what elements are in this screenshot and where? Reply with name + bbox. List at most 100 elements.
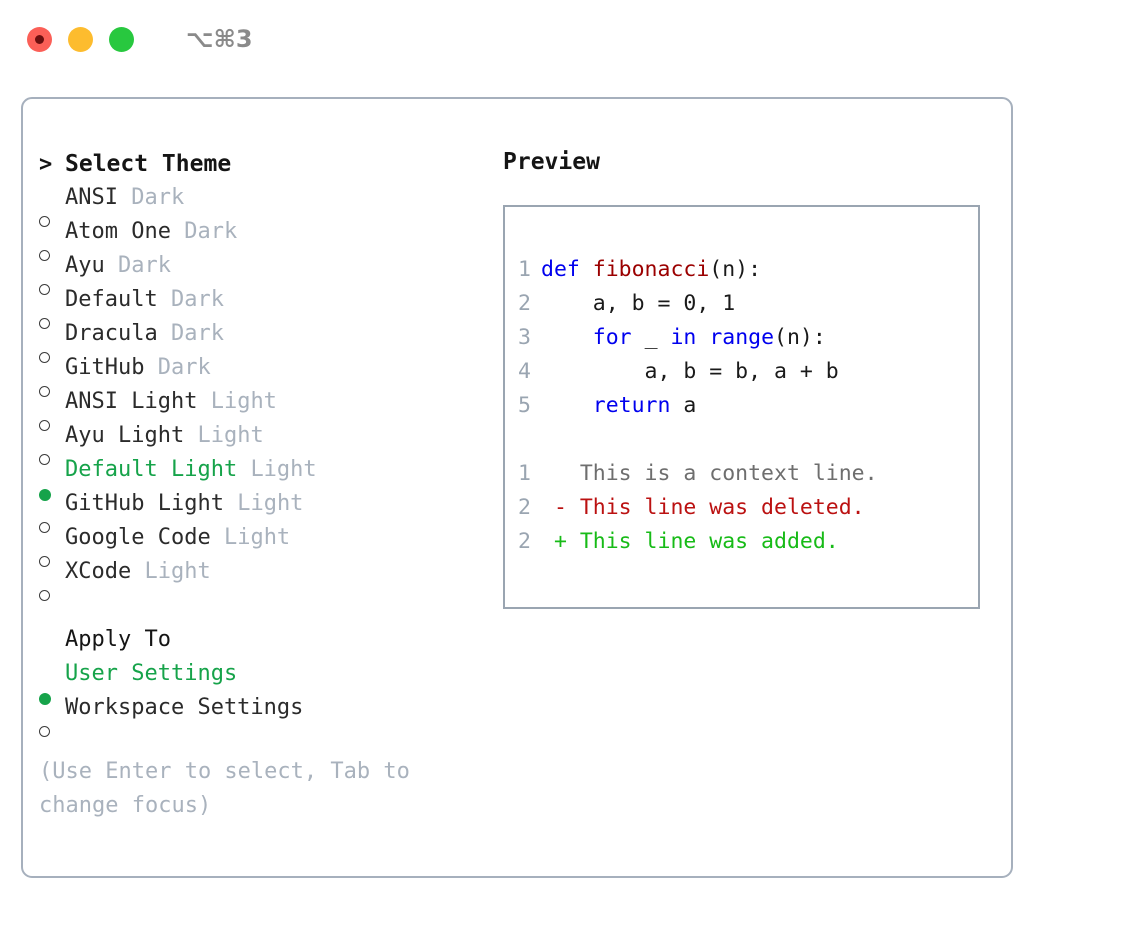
code-token-kw: return <box>592 393 671 418</box>
code-line: 3 for _ in range(n): <box>505 321 978 355</box>
theme-name: Default <box>65 287 158 312</box>
code-token-plain: a <box>670 393 697 418</box>
code-token-kw: def <box>541 257 593 282</box>
code-line: 4 a, b = b, a + b <box>505 355 978 389</box>
theme-list-item[interactable]: Default Dark <box>39 283 493 329</box>
theme-kind-badge: Dark <box>157 355 211 380</box>
theme-name-kind-separator <box>105 249 118 283</box>
theme-name-kind-separator <box>237 453 250 487</box>
theme-name: GitHub <box>65 355 145 380</box>
theme-name-kind-separator <box>118 181 131 215</box>
window-controls <box>27 26 134 52</box>
theme-kind-badge: Light <box>237 491 304 516</box>
code-token-plain: (n): <box>774 325 826 350</box>
code-line-content: def fibonacci(n): <box>541 253 761 287</box>
code-line-number: 2 <box>518 291 531 316</box>
theme-list-item[interactable]: Ayu Dark <box>39 249 493 295</box>
code-token-fn: fibonacci <box>592 257 710 282</box>
diff-line: 2 - This line was deleted. <box>505 491 978 525</box>
code-token-kw: range <box>709 325 775 350</box>
theme-name-kind-separator <box>171 215 184 249</box>
theme-list-item[interactable]: XCode Light <box>39 555 493 601</box>
diff-line-number: 2 <box>518 495 531 520</box>
theme-kind-badge: Dark <box>170 321 224 346</box>
theme-list-item[interactable]: GitHub Dark <box>39 351 493 397</box>
apply-to-header: ○ Apply To <box>39 623 493 657</box>
code-diff-gap <box>505 423 978 457</box>
diff-line: 1 This is a context line. <box>505 457 978 491</box>
select-theme-header: > Select Theme <box>39 147 493 181</box>
theme-kind-badge: Dark <box>170 287 224 312</box>
theme-list-item[interactable]: ANSI Light Light <box>39 385 493 431</box>
recording-dot-icon <box>35 34 44 44</box>
title-bar: ⌥⌘3 <box>0 0 1140 78</box>
theme-name-kind-separator <box>158 283 171 317</box>
theme-list-item[interactable]: ANSI Dark <box>39 181 493 227</box>
minimize-window-button[interactable] <box>68 26 93 52</box>
code-line-content: a, b = 0, 1 <box>541 287 735 321</box>
diff-line: 2 + This line was added. <box>505 525 978 559</box>
theme-list-item[interactable]: Atom One Dark <box>39 215 493 261</box>
theme-kind-badge: Light <box>250 457 317 482</box>
theme-list-item[interactable]: Dracula Dark <box>39 317 493 363</box>
theme-list-item[interactable]: Default Light Light <box>39 453 493 501</box>
code-token-plain: (n): <box>709 257 762 282</box>
keyboard-hint-text: (Use Enter to select, Tab to change focu… <box>39 759 410 818</box>
code-token-plain <box>541 325 593 350</box>
code-line: 2 a, b = 0, 1 <box>505 287 978 321</box>
apply-to-label: Apply To <box>65 627 171 652</box>
theme-list-item[interactable]: GitHub Light Light <box>39 487 493 533</box>
theme-kind-badge: Light <box>210 389 277 414</box>
apply-to-option[interactable]: User Settings <box>39 657 493 705</box>
code-line-number: 4 <box>518 359 531 384</box>
theme-name-kind-separator <box>197 385 210 419</box>
theme-list-item[interactable]: Google Code Light <box>39 521 493 567</box>
theme-name-kind-separator <box>211 521 224 555</box>
theme-name: GitHub Light <box>65 491 224 516</box>
theme-name: Ayu Light <box>65 423 185 448</box>
theme-name-kind-separator <box>158 317 171 351</box>
maximize-window-button[interactable] <box>109 26 134 52</box>
theme-name: Atom One <box>65 219 171 244</box>
close-window-button[interactable] <box>27 26 52 52</box>
list-spacer <box>39 589 493 623</box>
theme-name-kind-separator <box>224 487 237 521</box>
code-token-plain: a, b = 0, 1 <box>541 291 736 316</box>
keyboard-shortcut-label: ⌥⌘3 <box>186 25 253 53</box>
prompt-caret-icon: > <box>39 152 53 177</box>
code-line: 5 return a <box>505 389 978 423</box>
theme-name-kind-separator <box>184 419 197 453</box>
select-theme-title: Select Theme <box>65 151 232 177</box>
code-token-plain: a, b = b, a + b <box>541 359 839 384</box>
theme-kind-badge: Dark <box>184 219 238 244</box>
theme-kind-badge: Dark <box>118 253 171 278</box>
code-token-plain: _ <box>631 325 671 350</box>
code-token-plain <box>541 393 593 418</box>
theme-list-item[interactable]: Ayu Light Light <box>39 419 493 465</box>
apply-to-option[interactable]: Workspace Settings <box>39 691 493 737</box>
code-line-number: 5 <box>518 393 531 418</box>
apply-to-option-label: User Settings <box>65 661 238 686</box>
apply-to-marker-placeholder: ○ <box>39 623 65 657</box>
theme-name: Google Code <box>65 525 211 550</box>
theme-name-kind-separator <box>144 351 157 385</box>
diff-line-content-ctx: This is a context line. <box>541 461 878 486</box>
diff-line-content-del: - This line was deleted. <box>541 495 865 520</box>
code-line-number: 3 <box>518 325 531 350</box>
theme-name-kind-separator <box>131 555 144 589</box>
theme-name: Ayu <box>65 253 105 278</box>
theme-kind-badge: Dark <box>131 185 185 210</box>
diff-sample: 1 This is a context line.2 - This line w… <box>505 457 978 559</box>
theme-kind-badge: Light <box>197 423 264 448</box>
theme-name: ANSI Light <box>65 389 198 414</box>
diff-line-content-add: + This line was added. <box>541 529 839 554</box>
